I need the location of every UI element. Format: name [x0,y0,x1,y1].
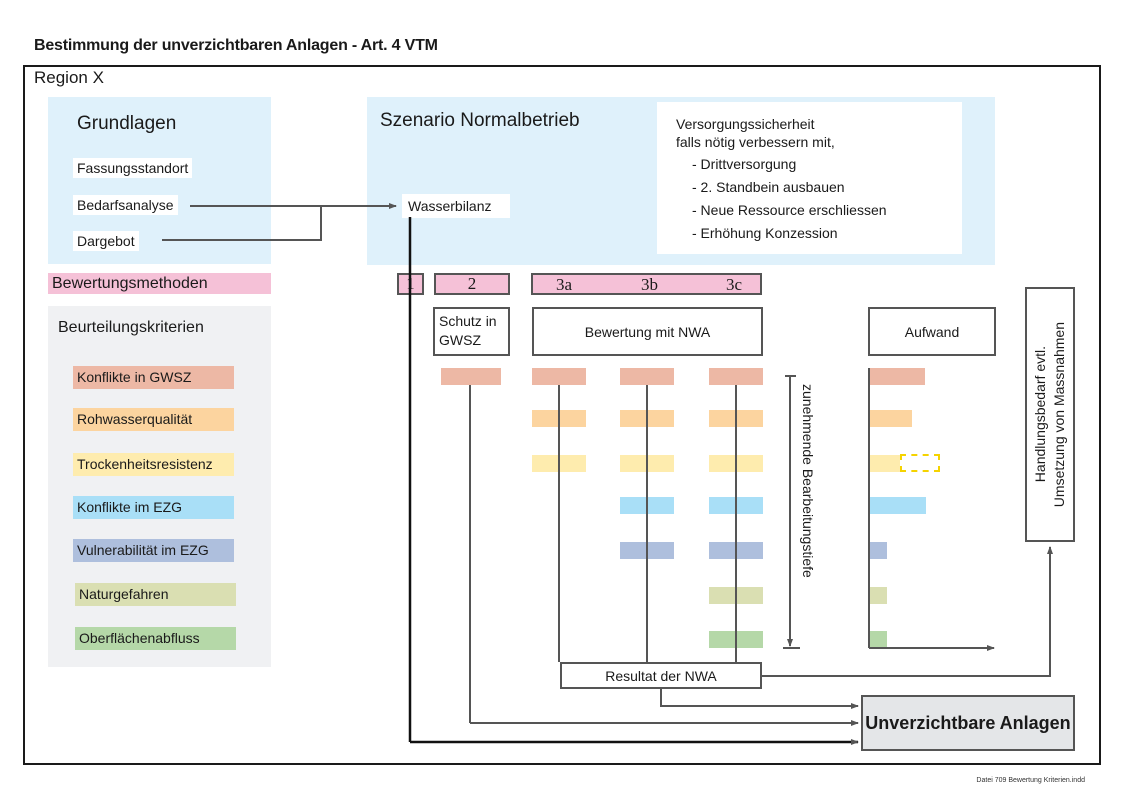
bewertungsmethoden-label: Bewertungsmethoden [48,273,271,294]
region-label: Region X [34,68,104,87]
aufwand-bar [870,368,925,385]
criterion-bar-3c [709,587,763,604]
versorgung-line1: Versorgungssicherheit [676,116,815,132]
handlungsbedarf-line2: Umsetzung von Massnahmen [1051,321,1067,508]
criterion-bar-2 [441,368,501,385]
method-3c-label: 3c [726,275,743,294]
bearbeitungstiefe-label: zunehmende Bearbeitungstiefe [800,384,816,578]
criterion-bar-3b [620,410,674,427]
wasserbilanz-label: Wasserbilanz [402,194,510,218]
method-2: 2 [434,273,510,295]
method-3a-label: 3a [556,275,573,294]
versorgung-bullet: - Erhöhung Konzession [692,225,838,241]
versorgung-box: Versorgungssicherheit falls nötig verbes… [657,102,962,254]
method-1-label: 1 [406,274,415,293]
region-frame [23,65,1101,765]
grundlagen-item-fassungsstandort: Fassungsstandort [73,158,193,178]
handlungsbedarf-line1: Handlungsbedarf evtl. [1032,346,1048,483]
resultat-box: Resultat der NWA [560,662,762,689]
aufwand-dashed-extension [900,454,940,472]
criterion-bar-3c [709,542,763,559]
nwa-box: Bewertung mit NWA [532,307,763,356]
criterion-swatch: Naturgefahren [75,583,236,606]
szenario-heading: Szenario Normalbetrieb [380,110,580,131]
criterion-swatch: Konflikte im EZG [73,496,234,519]
handlungsbedarf-box: Handlungsbedarf evtl. Umsetzung von Mass… [1025,287,1075,542]
aufwand-bar [870,497,926,514]
versorgung-bullet: - Drittversorgung [692,156,797,172]
criterion-bar-3a [532,410,586,427]
kriterien-panel [48,306,271,667]
method-3: 3a 3b 3c [531,273,762,295]
aufwand-bar [870,410,912,427]
criterion-bar-3c [709,631,763,648]
kriterien-heading: Beurteilungskriterien [58,319,204,336]
aufwand-bar [870,455,900,472]
method-3b-label: 3b [641,275,658,294]
criterion-swatch: Konflikte in GWSZ [73,366,234,389]
grundlagen-item-bedarfsanalyse: Bedarfsanalyse [73,195,178,215]
aufwand-bar [870,587,887,604]
schutz-label: Schutz in GWSZ [439,313,497,348]
criterion-bar-3c [709,455,763,472]
aufwand-label: Aufwand [904,323,960,340]
aufwand-bar [870,631,887,648]
versorgung-line2: falls nötig verbessern mit, [676,134,835,150]
aufwand-bar [870,542,887,559]
criterion-bar-3b [620,455,674,472]
method-1: 1 [397,273,424,295]
criterion-bar-3b [620,542,674,559]
grundlagen-item-dargebot: Dargebot [73,231,139,251]
criterion-bar-3c [709,497,763,514]
criterion-swatch: Trockenheitsresistenz [73,453,234,476]
criterion-swatch: Rohwasserqualität [73,408,234,431]
footer-filename: Datei 709 Bewertung Kriterien.indd [976,777,1085,784]
method-2-label: 2 [467,274,477,293]
unverzichtbare-anlagen-box: Unverzichtbare Anlagen [861,695,1075,751]
nwa-label: Bewertung mit NWA [584,323,711,340]
schutz-box: Schutz in GWSZ [433,307,510,356]
criterion-bar-3b [620,368,674,385]
aufwand-box: Aufwand [868,307,996,356]
criterion-bar-3a [532,455,586,472]
resultat-label: Resultat der NWA [605,667,717,684]
unverzichtbare-anlagen-label: Unverzichtbare Anlagen [865,712,1071,733]
grundlagen-heading: Grundlagen [77,113,177,134]
criterion-swatch: Oberflächenabfluss [75,627,236,650]
criterion-bar-3c [709,410,763,427]
versorgung-bullet: - 2. Standbein ausbauen [692,179,845,195]
criterion-bar-3c [709,368,763,385]
criterion-bar-3b [620,497,674,514]
criterion-swatch: Vulnerabilität im EZG [73,539,234,562]
page-title: Bestimmung der unverzichtbaren Anlagen -… [34,37,438,54]
versorgung-bullet: - Neue Ressource erschliessen [692,202,887,218]
criterion-bar-3a [532,368,586,385]
